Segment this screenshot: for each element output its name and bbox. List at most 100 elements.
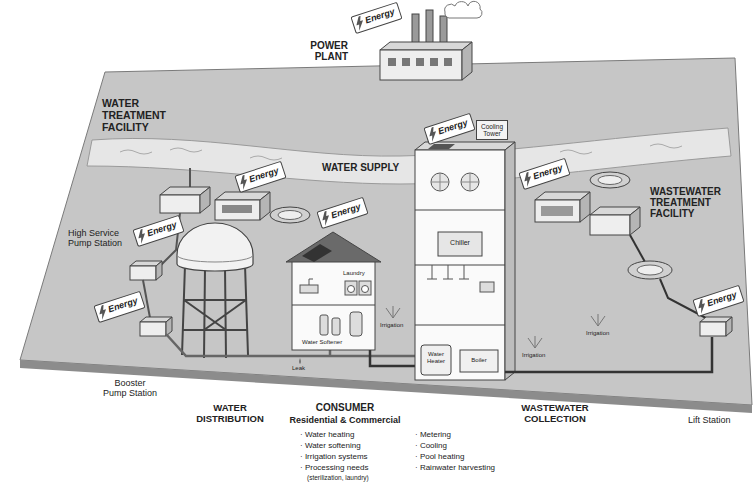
station-label: Booster Pump Station: [102, 378, 158, 398]
fixture-label: Irrigation: [522, 352, 545, 359]
wastewater-treatment-plant-part: [580, 192, 590, 222]
booster-pump-station: [140, 317, 172, 336]
commercial-building-part: [438, 232, 482, 256]
lift-station: [700, 317, 732, 336]
bullet-item: · Processing needs: [300, 464, 368, 473]
power-plant-part: [402, 58, 410, 66]
section-subtitle: Residential & Commercial: [280, 415, 410, 425]
fixture-label: Irrigation: [380, 322, 403, 329]
water-supply-river-part: [87, 128, 731, 184]
bullet-item: · Cooling: [415, 442, 447, 451]
fixture-label: Water Heater: [421, 351, 451, 364]
river-label: WATER SUPPLY: [322, 162, 399, 173]
water-supply-river-part: [120, 144, 682, 168]
sprinkler-part: [591, 314, 605, 326]
bullet-item: · Water heating: [300, 431, 354, 440]
high-service-pump-station-part: [156, 261, 162, 280]
commercial-building-part: [427, 265, 469, 279]
commercial-building-part: [415, 210, 505, 211]
wastewater-treatment-plant-part: [628, 261, 672, 279]
commercial-building-part: [431, 173, 479, 191]
sprinkler-part: [386, 306, 400, 318]
water-treatment-plant-part: [215, 200, 260, 220]
booster-pump-station-part: [166, 317, 172, 336]
station-label: High Service Pump Station: [68, 228, 130, 248]
power-plant-part: [430, 58, 438, 66]
water-tower-part: [177, 223, 253, 271]
water-treatment-plant-part: [270, 207, 310, 223]
commercial-building-part: [480, 282, 494, 292]
house-part: [359, 281, 371, 295]
power-plant-part: [380, 42, 472, 50]
house-part: [345, 281, 357, 295]
power-plant-part: [388, 58, 396, 66]
house-part: [332, 318, 340, 335]
commercial-building-part: [505, 142, 515, 380]
water-treatment-plant-part: [278, 211, 302, 220]
power-plant-part: [445, 1, 482, 18]
bullet-item: · Metering: [415, 431, 451, 440]
water-tower-part: [182, 265, 248, 358]
fixture-label: Boiler: [460, 357, 498, 364]
booster-pump-station-part: [140, 322, 166, 336]
house-part: [350, 312, 362, 336]
facility-label: POWER PLANT: [296, 40, 348, 62]
house-part: [300, 285, 318, 293]
energy-bolt: Energy: [350, 2, 402, 34]
high-service-pump-station-part: [130, 266, 156, 280]
power-plant-part: [444, 58, 452, 66]
water-treatment-plant-part: [260, 192, 270, 220]
wastewater-collection-pipe-part: [505, 337, 712, 372]
ground-plate: [20, 58, 752, 413]
fixture-label: Laundry: [343, 270, 365, 277]
ground-plate-part: [20, 58, 752, 405]
lift-station-part: [700, 322, 726, 336]
distribution-pipe: [166, 334, 415, 364]
commercial-building-part: [428, 144, 455, 149]
house-part: [370, 350, 415, 366]
fixture-label: Water Softener: [302, 339, 342, 346]
fixture-label: Chiller: [438, 239, 482, 247]
house-part: [292, 260, 375, 350]
house-part: [320, 315, 328, 335]
bullet-item: · Water softening: [300, 442, 361, 451]
house-part: [309, 279, 313, 285]
fixture-label: Irrigation: [586, 330, 609, 337]
commercial-building: [415, 142, 515, 380]
distribution-pipe-part: [166, 334, 415, 356]
power-plant-part: [416, 58, 424, 66]
house: [286, 232, 415, 366]
section-label: CONSUMER: [280, 402, 410, 413]
bullet-item: · Rainwater harvesting: [415, 464, 495, 473]
wastewater-treatment-plant-part: [637, 265, 663, 275]
power-plant-part: [462, 42, 472, 80]
house-part: [286, 232, 381, 262]
wastewater-collection-pipe-part: [630, 235, 645, 262]
wastewater-treatment-plant-part: [590, 215, 630, 235]
commercial-building-part: [415, 150, 505, 380]
commercial-building-part: [421, 345, 451, 375]
water-tower-part: [177, 255, 253, 262]
commercial-building-part: [460, 350, 498, 372]
bullet-item: · Irrigation systems: [300, 453, 368, 462]
lift-station-part: [726, 317, 732, 336]
water-supply-river: [87, 128, 731, 184]
house-part: [362, 286, 369, 293]
water-tower: [177, 223, 253, 358]
facility-label: WATER TREATMENT FACILITY: [102, 98, 182, 133]
house-part: [302, 244, 332, 262]
sprinkler-part: [528, 336, 542, 348]
wastewater-treatment-plant-part: [535, 200, 580, 222]
power-plant-part: [380, 50, 462, 80]
commercial-building-part: [415, 265, 505, 266]
section-label: WATER DISTRIBUTION: [185, 403, 275, 424]
water-treatment-plant-part: [160, 195, 200, 213]
ground-plate-part: [20, 360, 752, 413]
fixture-label: Leak: [292, 365, 305, 372]
bullet-item: · Pool heating: [415, 453, 464, 462]
wastewater-treatment-plant-part: [598, 176, 622, 185]
node-text: Energy: [364, 7, 396, 26]
